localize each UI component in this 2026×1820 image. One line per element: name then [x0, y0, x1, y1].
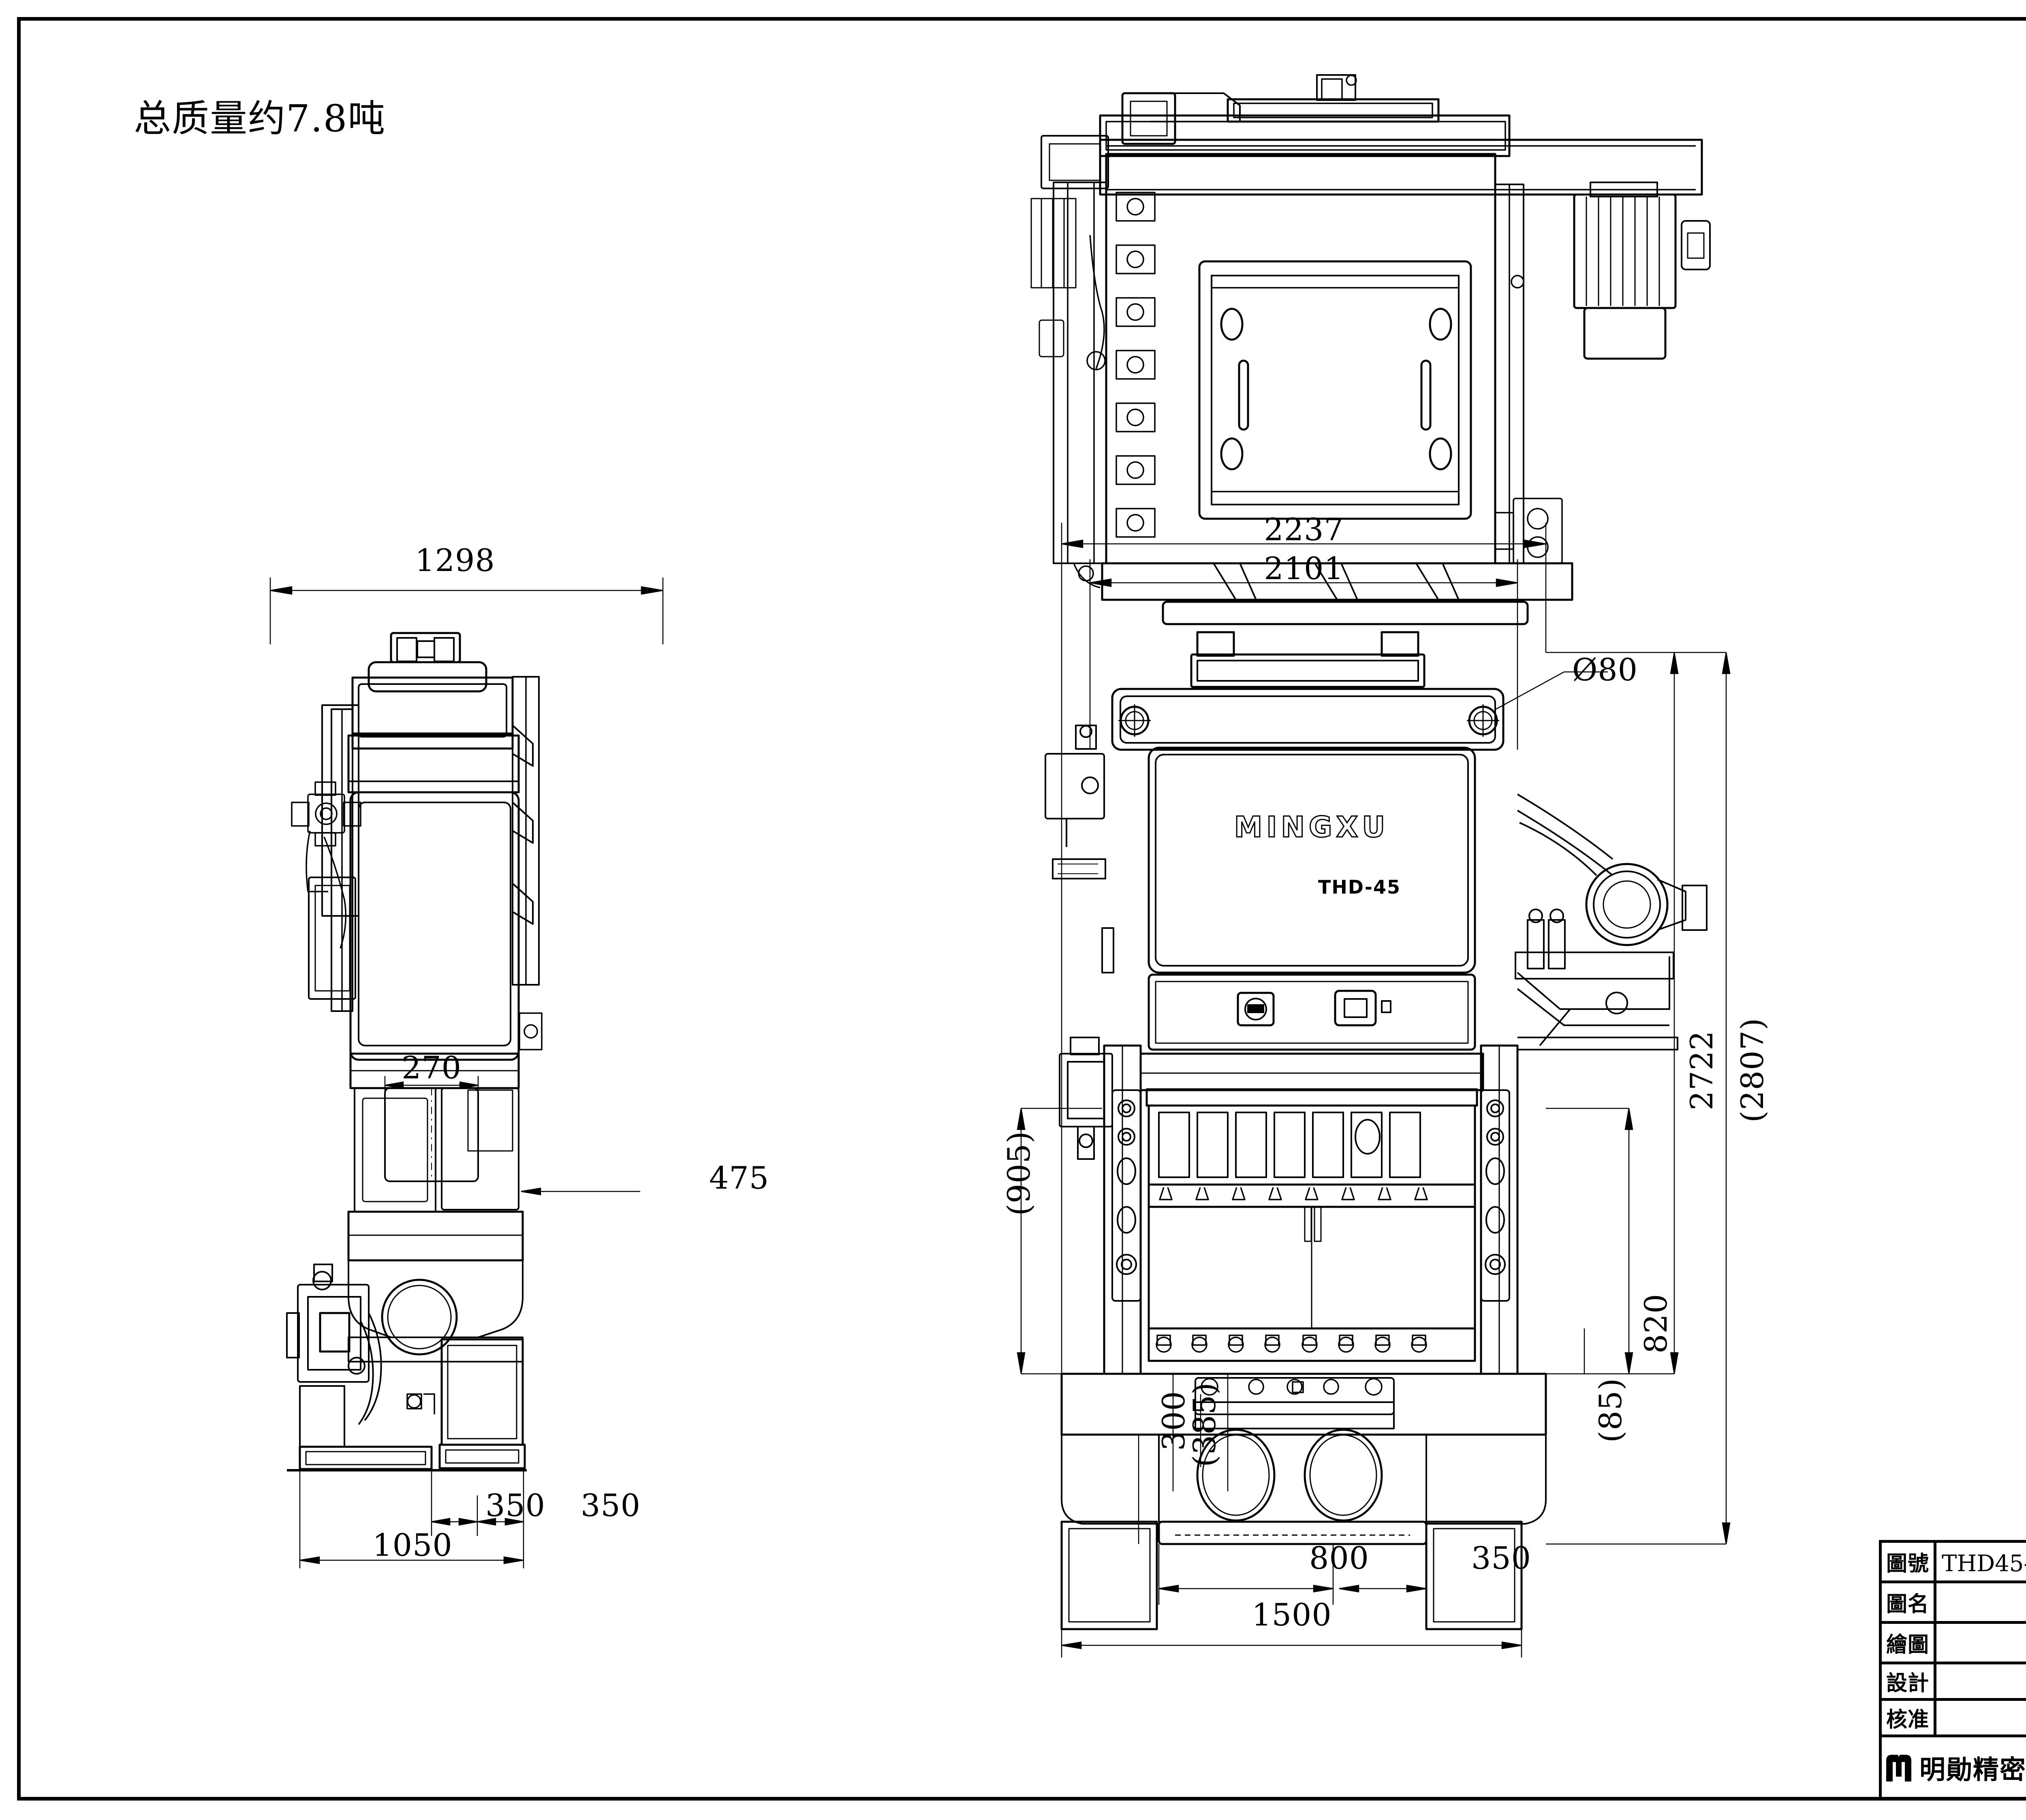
dim-2722: 2722	[1684, 1030, 1720, 1110]
dim-1500: 1500	[1252, 1597, 1332, 1633]
company-logo-icon	[1885, 1753, 1913, 1782]
label-drawing-no: 圖號	[1886, 1552, 1929, 1576]
machine-model-text: THD-45	[1318, 876, 1401, 898]
total-mass-note: 总质量约7.8吨	[134, 97, 386, 140]
dim-2101: 2101	[1264, 550, 1344, 586]
dim-820: 820	[1638, 1293, 1674, 1354]
value-drawn-by	[1938, 1624, 2026, 1662]
label-approver: 核准	[1886, 1708, 1929, 1732]
dim-1050: 1050	[372, 1527, 453, 1563]
front-view: MINGXU THD-45	[1017, 523, 1750, 1657]
title-block: 圖號 THD45-A2主机外形 圖名 繪圖 日期 2025/10/23 材料 設…	[1879, 1540, 2026, 1801]
value-approver	[1938, 1701, 2026, 1734]
value-drawing-no: THD45-A2主机外形	[1942, 1551, 2026, 1577]
dim-85: (85)	[1592, 1377, 1628, 1443]
dim-350-side-left: 350	[485, 1487, 546, 1523]
dim-385: (385)	[1186, 1382, 1222, 1467]
dim-350-side-right: 350	[580, 1487, 641, 1523]
side-view	[269, 577, 713, 1589]
label-designer: 設計	[1886, 1671, 1929, 1696]
dim-270: 270	[401, 1050, 462, 1086]
dim-475: 475	[709, 1160, 769, 1196]
label-drawing-name: 圖名	[1886, 1592, 1929, 1617]
company-row: 明勛精密機械有限公司	[1885, 1739, 2026, 1796]
dim-350-front: 350	[1471, 1540, 1532, 1576]
dim-1298: 1298	[415, 542, 495, 578]
dim-905: (905)	[1001, 1131, 1037, 1216]
machine-brand-text: MINGXU	[1234, 811, 1389, 844]
dim-800: 800	[1309, 1540, 1370, 1576]
dim-2237: 2237	[1264, 511, 1344, 547]
value-designer	[1938, 1664, 2026, 1698]
value-drawing-name	[1938, 1583, 2026, 1621]
dim-diameter-80: Ø80	[1572, 652, 1638, 688]
sheet-border	[17, 17, 2026, 1801]
dim-2807: (2807)	[1734, 1018, 1770, 1123]
label-drawn-by: 繪圖	[1886, 1633, 1929, 1657]
company-name: 明勛精密機械有限公司	[1919, 1755, 2026, 1785]
top-view	[1029, 61, 1755, 625]
